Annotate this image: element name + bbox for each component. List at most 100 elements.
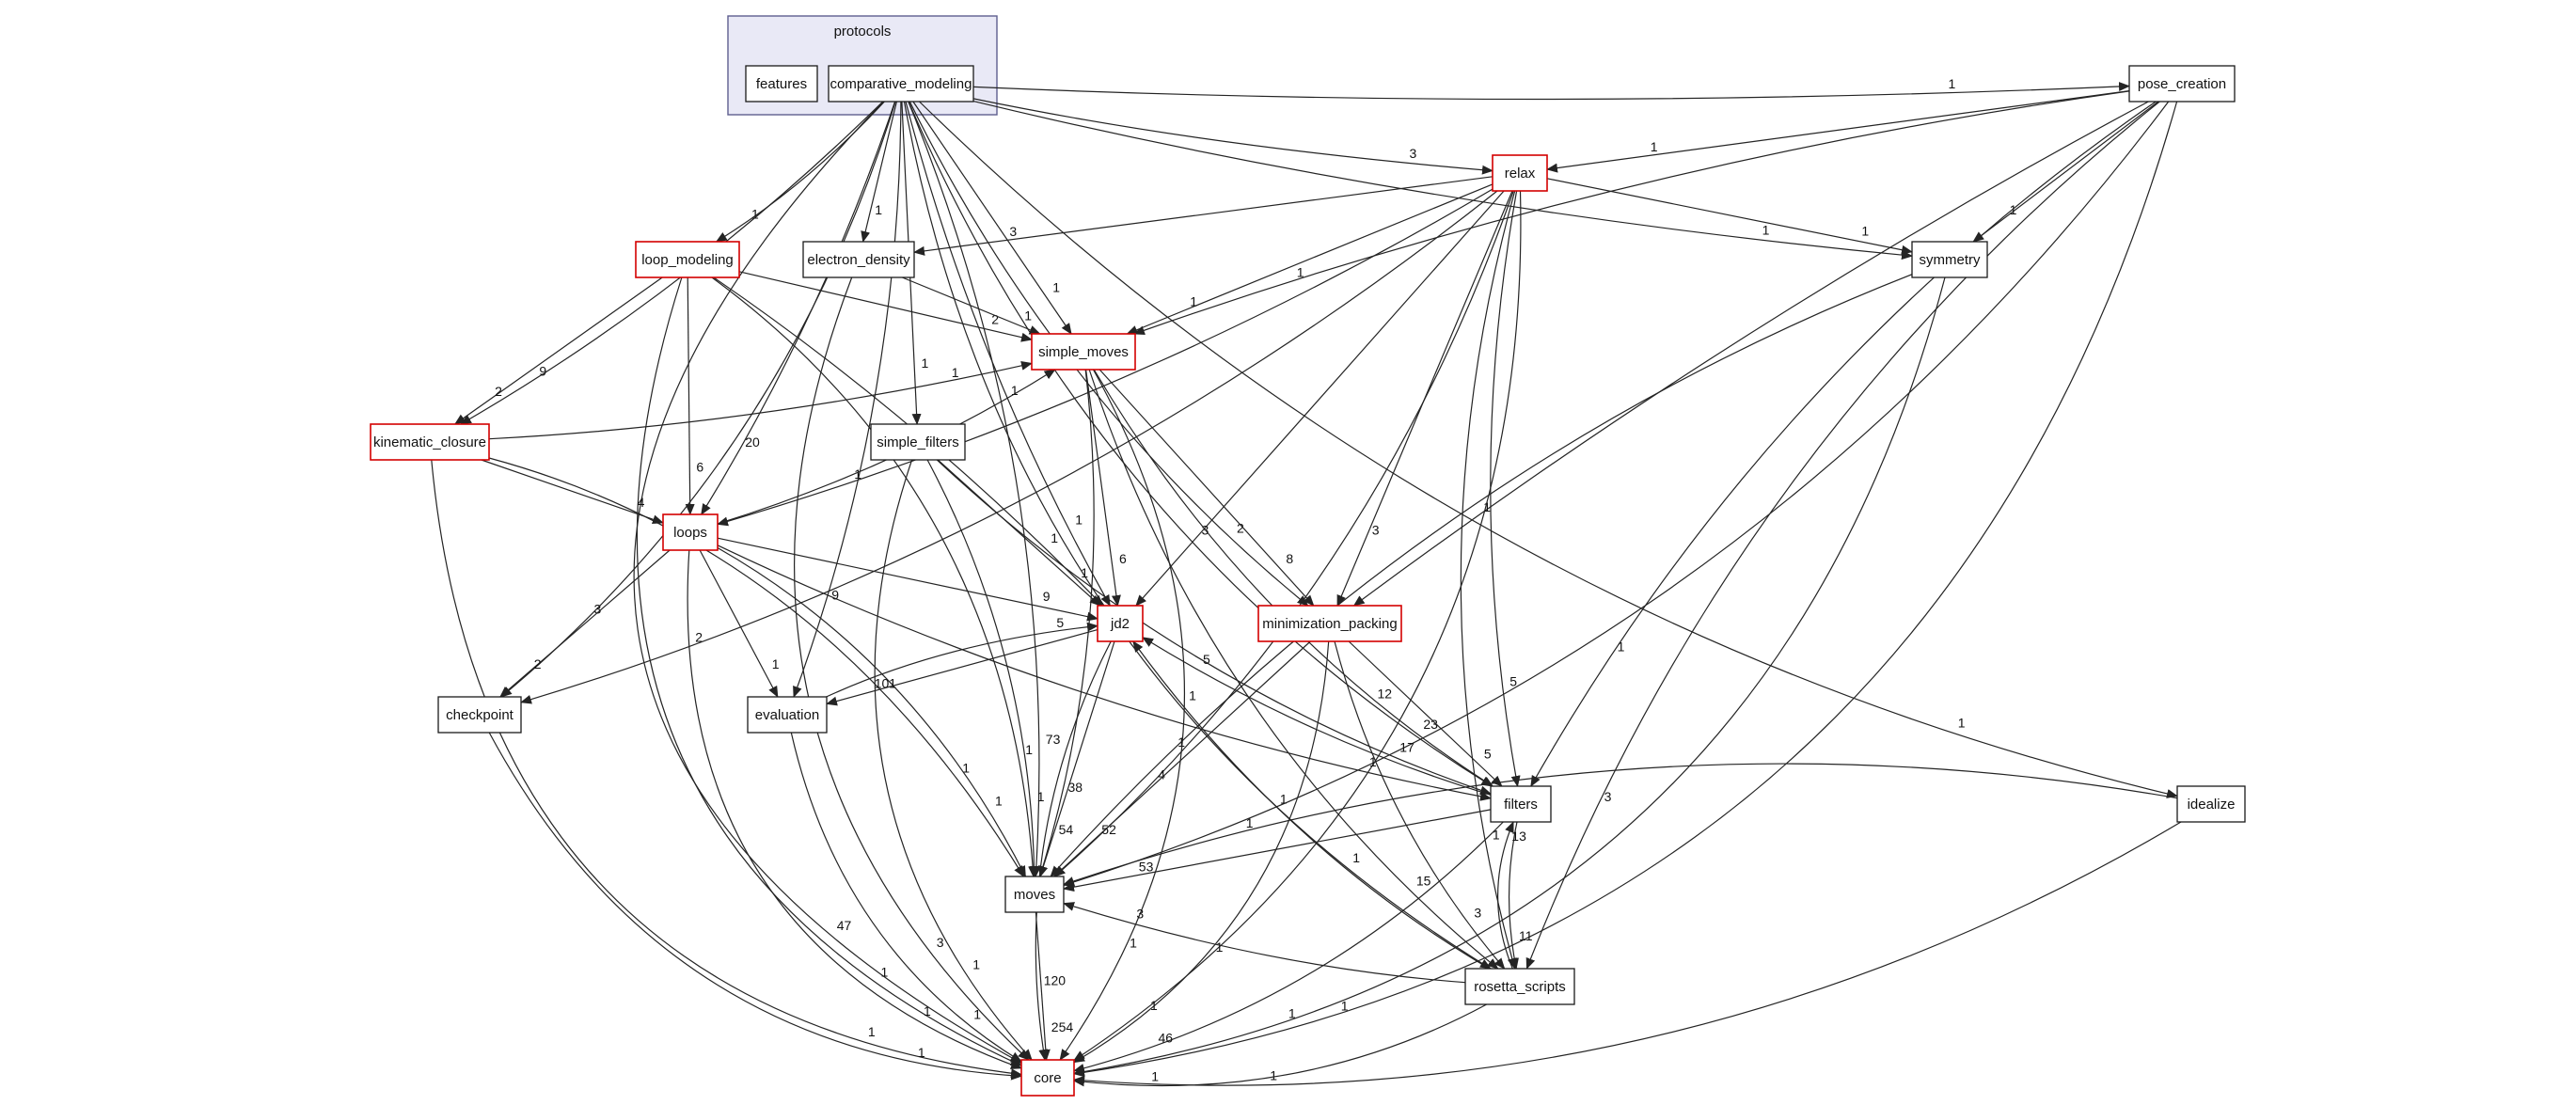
edge-count-label: 1 [1352,850,1360,865]
node-simple_moves[interactable]: simple_moves [1031,333,1136,371]
edge-comparative_modeling-loops [701,101,896,515]
edge-count-label: 1 [1280,791,1288,806]
node-box[interactable] [1492,154,1548,192]
edge-comparative_modeling-filters [908,101,1493,787]
node-core[interactable]: core [1020,1059,1075,1097]
node-moves[interactable]: moves [1004,876,1065,913]
edge-count-label: 1 [1025,742,1033,757]
node-loops[interactable]: loops [662,513,719,551]
edge-minimization_packing-filters [1348,640,1503,787]
node-evaluation[interactable]: evaluation [747,696,828,734]
node-box[interactable] [370,423,490,461]
node-label: relax [1505,166,1536,182]
edge-simple_moves-minimization_packing [1098,369,1315,607]
node-loop_modeling[interactable]: loop_modeling [635,241,740,278]
node-box[interactable] [662,513,719,551]
node-box[interactable] [2128,65,2236,103]
edge-pose_creation-relax [1546,90,2130,173]
node-box[interactable] [1031,333,1136,371]
node-symmetry[interactable]: symmetry [1911,241,1988,278]
edge-count-label: 3 [937,935,944,950]
edge-count-label: 1 [1297,265,1304,280]
edge-count-label: 5 [1203,652,1210,667]
node-box[interactable] [1097,605,1144,642]
edge-count-label: 1 [772,656,780,671]
edge-comparative_modeling-relax [972,98,1493,175]
edge-count-label: 12 [1378,687,1393,702]
edge-count-label: 1 [1075,512,1083,527]
edge-loop_modeling-moves [711,276,1038,877]
edge-loops-checkpoint [499,549,671,698]
node-rosetta_scripts[interactable]: rosetta_scripts [1464,968,1575,1005]
node-label: checkpoint [446,707,514,723]
edge-loops-evaluation [699,549,779,698]
edge-relax-loops [717,188,1493,527]
edge-loops-moves [717,546,1026,877]
edge-count-label: 1 [1651,139,1658,154]
edge-simple_filters-jd2 [937,459,1101,607]
node-label: comparative_modeling [830,76,972,92]
edge-count-label: 38 [1068,780,1083,795]
node-label: features [756,76,807,92]
node-box[interactable] [828,65,974,103]
node-label: rosetta_scripts [1474,979,1566,995]
edge-count-label: 1 [1037,789,1045,804]
node-box[interactable] [747,696,828,734]
edge-loops-filters [717,545,1492,801]
edge-count-label: 46 [1159,1030,1174,1045]
edge-evaluation-jd2 [826,622,1098,698]
edge-count-label: 1 [881,965,889,980]
edge-count-label: 6 [1119,551,1127,566]
node-box[interactable] [1490,785,1552,823]
node-label: moves [1014,887,1055,903]
edge-count-label: 15 [1416,873,1431,888]
edge-count-label: 1 [1762,223,1770,238]
edge-count-label: 54 [1059,822,1074,837]
node-box[interactable] [1257,605,1402,642]
node-box[interactable] [870,423,966,461]
node-kinematic_closure[interactable]: kinematic_closure [370,423,490,461]
edge-count-label: 3 [1009,224,1017,239]
edge-count-label: 4 [638,495,645,510]
node-features[interactable]: features [745,65,818,103]
edge-count-label: 2 [991,312,999,327]
edge-count-label: 1 [875,202,882,217]
edge-count-label: 5 [1056,615,1064,630]
node-pose_creation[interactable]: pose_creation [2128,65,2236,103]
node-box[interactable] [1911,241,1988,278]
edge-rosetta_scripts-core [1073,1003,1487,1087]
edge-count-label: 1 [1618,639,1625,655]
node-box[interactable] [437,696,522,734]
node-box[interactable] [1464,968,1575,1005]
edge-symmetry-moves [1050,274,1913,877]
node-relax[interactable]: relax [1492,154,1548,192]
edge-loop_modeling-simple_moves [738,271,1033,342]
edge-count-label: 8 [1286,551,1293,566]
node-jd2[interactable]: jd2 [1097,605,1144,642]
edge-rosetta_scripts-filters [1497,821,1514,970]
node-comparative_modeling[interactable]: comparative_modeling [828,65,974,103]
node-box[interactable] [802,241,915,278]
node-minimization_packing[interactable]: minimization_packing [1257,605,1402,642]
node-box[interactable] [1020,1059,1075,1097]
edge-comparative_modeling-pose_creation [972,81,2130,101]
node-idealize[interactable]: idealize [2176,785,2246,823]
edge-jd2-evaluation [826,629,1098,706]
edge-count-label: 1 [924,1003,931,1018]
node-simple_filters[interactable]: simple_filters [870,423,966,461]
edge-comparative_modeling-loop_modeling [715,101,885,243]
node-box[interactable] [635,241,740,278]
node-checkpoint[interactable]: checkpoint [437,696,522,734]
edge-checkpoint-core [488,732,1022,1081]
edge-count-label: 11 [1519,928,1533,943]
node-filters[interactable]: filters [1490,785,1552,823]
edge-loop_modeling-loops [685,276,695,515]
node-box[interactable] [2176,785,2246,823]
node-electron_density[interactable]: electron_density [802,241,915,278]
node-box[interactable] [745,65,818,103]
edge-kinematic_closure-core [431,459,1022,1079]
node-box[interactable] [1004,876,1065,913]
edge-idealize-moves [1063,763,2178,886]
edge-count-label: 3 [594,602,602,617]
edge-pose_creation-minimization_packing [1352,101,2149,607]
